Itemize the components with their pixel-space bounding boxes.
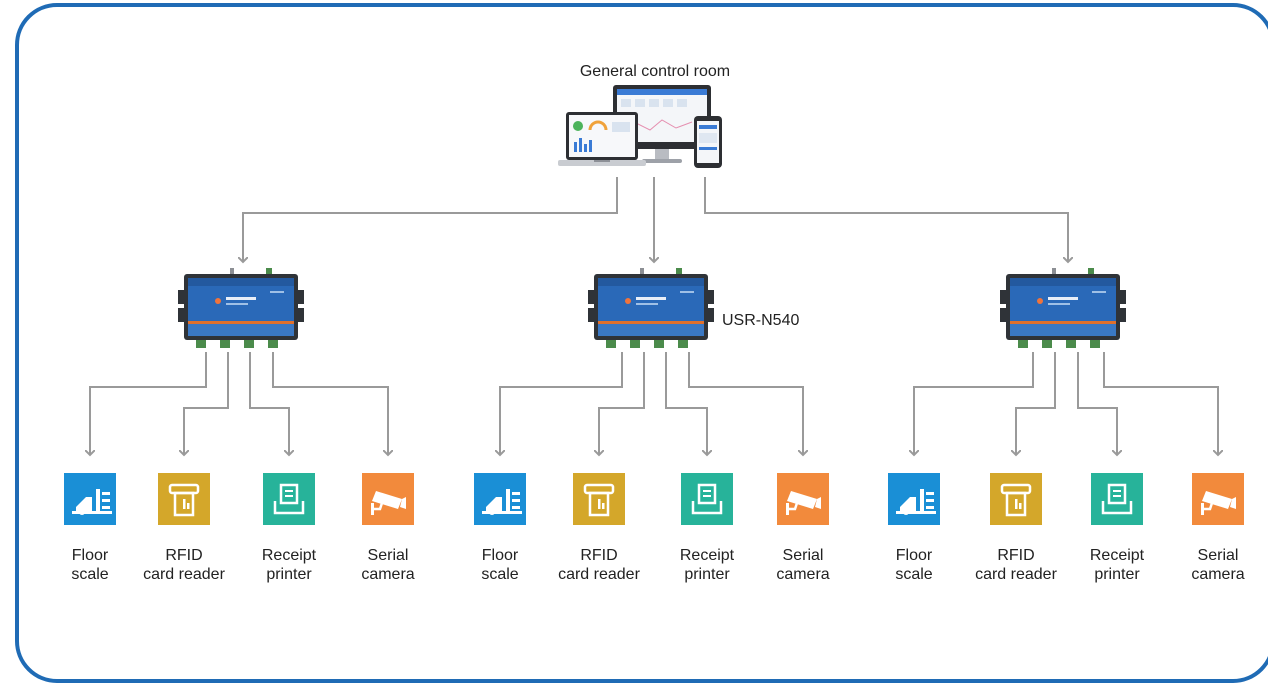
floor-scale-label-line1: Floor (71, 547, 109, 564)
rfid-icon (573, 473, 625, 525)
rfid-label-line1: RFID (997, 547, 1035, 564)
camera-label-line1: Serial (1197, 547, 1239, 564)
camera-label-line2: camera (1191, 566, 1245, 583)
printer-label-line1: Receipt (1089, 547, 1145, 564)
printer-icon (1091, 473, 1143, 525)
printer-label: Receipt printer (652, 546, 762, 584)
control-room-title: General control room (579, 63, 731, 80)
rfid-icon (990, 473, 1042, 525)
gateway-model-label: USR-N540 (722, 312, 800, 329)
floor-scale-label: Floor scale (445, 546, 555, 584)
printer-icon (681, 473, 733, 525)
connector-arrow (184, 352, 229, 455)
connector-arrow (249, 352, 289, 455)
camera-label-line2: camera (361, 566, 415, 583)
rfid-label: RFID card reader (129, 546, 239, 584)
gateway-3 (1000, 268, 1126, 348)
rfid-label-line2: card reader (975, 566, 1057, 583)
connection-lines (0, 177, 1268, 650)
rfid-label-line1: RFID (165, 547, 203, 564)
connector-arrow (1016, 352, 1056, 455)
camera-label-line2: camera (776, 566, 830, 583)
connector-arrow (272, 352, 388, 455)
connector-arrow (90, 352, 207, 455)
floor-scale-label-line2: scale (481, 566, 519, 583)
connector-arrow (688, 352, 803, 455)
laptop-icon (558, 112, 646, 166)
connector-arrow (1103, 352, 1218, 455)
connector-arrow (665, 352, 707, 455)
printer-icon (263, 473, 315, 525)
printer-label: Receipt printer (1062, 546, 1172, 584)
connector-arrow (599, 352, 645, 455)
rfid-label-line1: RFID (580, 547, 618, 564)
floor-scale-label: Floor scale (859, 546, 969, 584)
phone-icon (694, 116, 722, 168)
floor-scale-label-line1: Floor (481, 547, 519, 564)
floor-scale-icon (64, 473, 116, 525)
printer-label-line2: printer (266, 566, 312, 583)
printer-label-line2: printer (1094, 566, 1140, 583)
floor-scale-icon (474, 473, 526, 525)
rfid-icon (158, 473, 210, 525)
printer-label-line1: Receipt (679, 547, 735, 564)
floor-scale-label-line2: scale (895, 566, 933, 583)
camera-icon (1192, 473, 1244, 525)
control-room-computers (558, 85, 722, 168)
rfid-label: RFID card reader (544, 546, 654, 584)
gateway-2 (588, 268, 714, 348)
connector-arrow (704, 177, 1068, 262)
rfid-label-line2: card reader (143, 566, 225, 583)
camera-icon (777, 473, 829, 525)
floor-scale-label-line1: Floor (895, 547, 933, 564)
diagram-stage: General control room USR-N540 (0, 3, 1268, 683)
floor-scale-icon (888, 473, 940, 525)
camera-label: Serial camera (1163, 546, 1268, 584)
gateway-1 (178, 268, 304, 348)
camera-icon (362, 473, 414, 525)
connector-arrow (243, 177, 618, 262)
rfid-label: RFID card reader (961, 546, 1071, 584)
connector-arrow (500, 352, 623, 455)
camera-label-line1: Serial (367, 547, 409, 564)
camera-label: Serial camera (748, 546, 858, 584)
connector-arrow (1077, 352, 1117, 455)
camera-label: Serial camera (333, 546, 443, 584)
connector-arrow (914, 352, 1034, 455)
camera-label-line1: Serial (782, 547, 824, 564)
floor-scale-label-line2: scale (71, 566, 109, 583)
floor-scale-label: Floor scale (35, 546, 145, 584)
printer-label: Receipt printer (234, 546, 344, 584)
printer-label-line2: printer (684, 566, 730, 583)
rfid-label-line2: card reader (558, 566, 640, 583)
printer-label-line1: Receipt (261, 547, 317, 564)
